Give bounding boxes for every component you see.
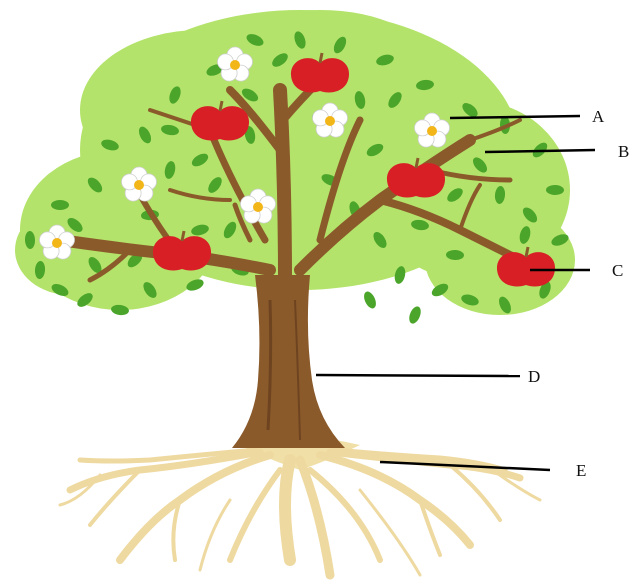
leaf-icon [362, 290, 379, 311]
label-c: C [612, 261, 623, 280]
pointer-line-d [316, 375, 520, 376]
label-e: E [576, 461, 586, 480]
trunk [232, 275, 345, 448]
roots [60, 438, 540, 576]
label-d: D [528, 367, 540, 386]
label-b: B [618, 142, 629, 161]
label-a: A [592, 107, 605, 126]
leaf-icon [51, 200, 69, 210]
leaf-icon [407, 305, 423, 325]
